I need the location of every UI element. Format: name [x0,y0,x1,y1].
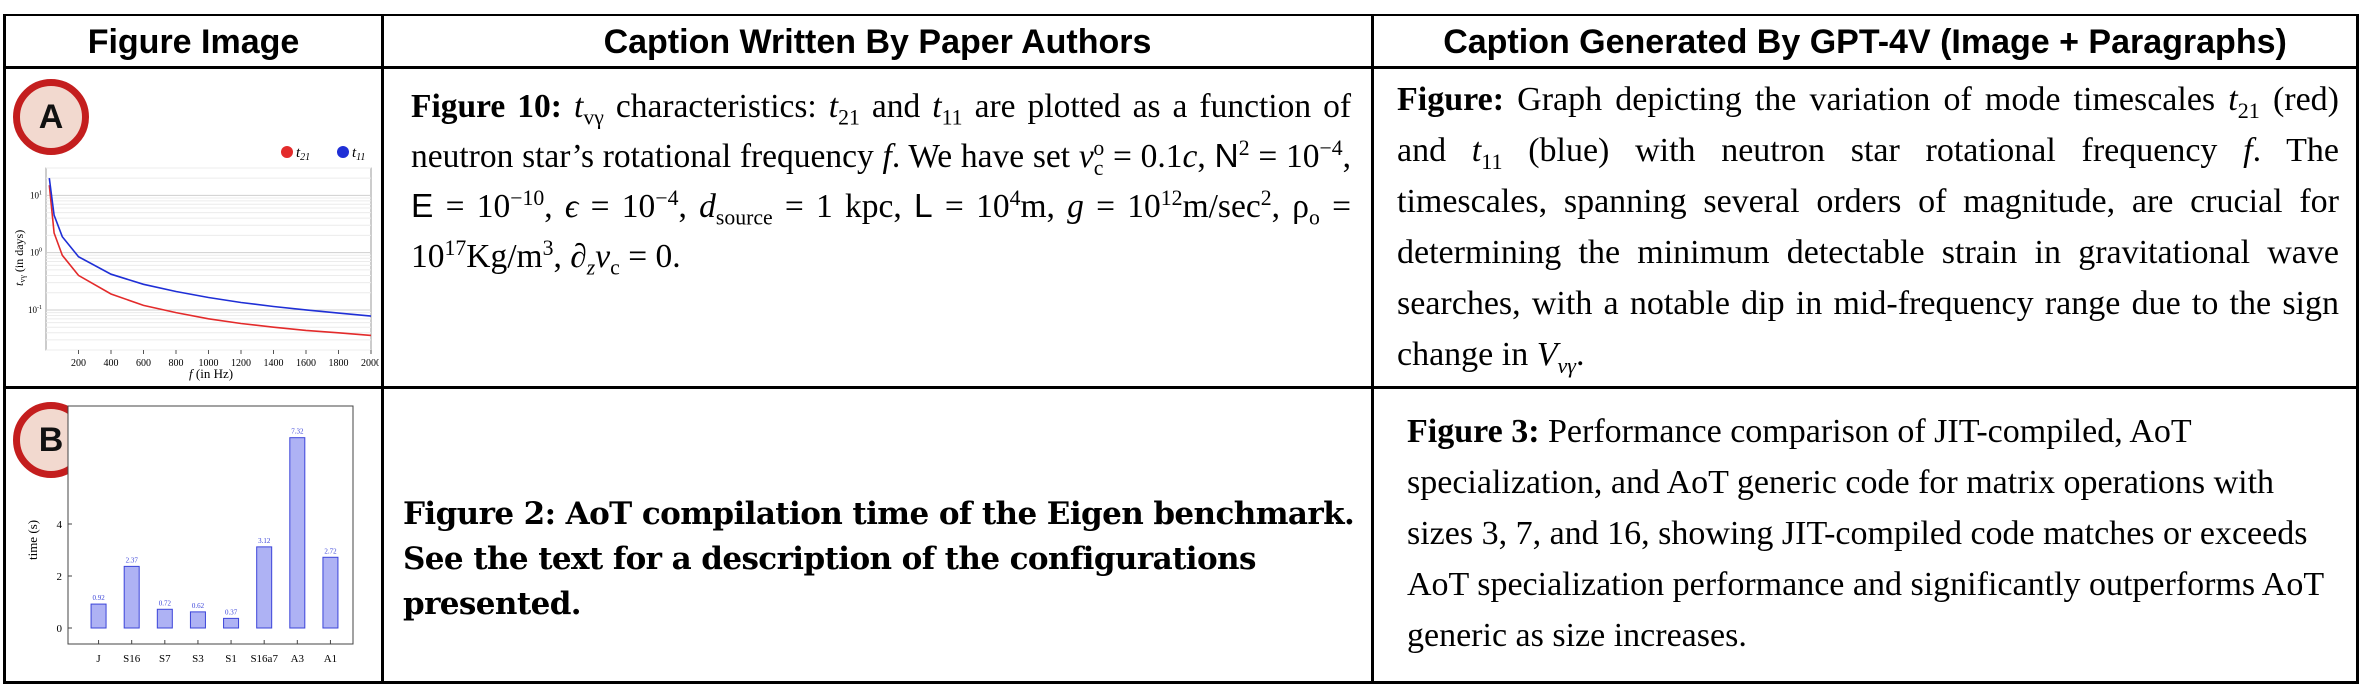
bar-J [90,603,107,629]
x-tick-label-A1: A1 [324,653,337,665]
legend-marker-t21 [281,146,293,158]
table-border-right [2356,14,2359,684]
comparison-table: Figure Image Caption Written By Paper Au… [3,14,2359,684]
bar-value-label-S3: 0.62 [192,602,205,610]
x-tick-label: 1000 [199,358,219,369]
header-divider [3,66,2359,69]
y-tick-label: 100 [30,248,42,258]
bar-S16 [123,565,140,629]
y-tick-label: 4 [57,519,63,531]
header-author-caption: Caption Written By Paper Authors [603,23,1152,61]
row-divider [3,386,2359,389]
x-tick-label: 1200 [231,358,251,369]
y-axis-label: tvγ (in days) [12,230,27,286]
plot-grid [46,167,371,351]
x-tick-label: 600 [136,358,151,369]
bar-value-label-S1: 0.37 [225,608,238,616]
bar-value-labels: 0.92 2.37 0.72 0.62 0.37 3.12 7.32 2.72 [92,428,337,617]
bar-S1 [223,617,240,629]
x-tick-label-S3: S3 [192,653,204,665]
legend-label-t11: t11 [352,145,365,163]
author-caption-a: Figure 10: tvγ characteristics: t21 and … [411,82,1351,282]
x-tick-label-S16: S16 [123,653,141,665]
x-tick-labels: J S16 S7 S3 S1 S16a7 A3 A1 [96,640,337,665]
gpt-caption-a: Figure: Graph depicting the variation of… [1397,74,2339,380]
column-divider-2 [1371,14,1374,684]
bars [90,437,339,629]
author-caption-a-text: tvγ characteristics: t21 and t11 are plo… [411,88,1351,280]
header-figure-image: Figure Image [87,23,300,61]
gpt-caption-b-text: Performance comparison of JIT-compiled, … [1407,413,2324,654]
x-tick-labels: 200 400 600 800 1000 1200 1400 1600 1800 2000 [71,350,379,369]
x-tick-label: 1800 [329,358,349,369]
y-tick-label: 0 [57,623,63,635]
x-axis-label: f (in Hz) [189,366,233,381]
x-tick-label: 800 [169,358,184,369]
plot-curves [48,177,372,337]
x-tick-label: 1600 [296,358,316,369]
header-gpt-caption: Caption Generated By GPT-4V (Image + Par… [1443,23,2287,61]
bar-value-label-A1: 2.72 [324,547,337,555]
table-border-left [3,14,6,684]
y-tick-label: 101 [30,190,42,200]
table-border-bottom [3,681,2359,684]
line-chart-figure: t21 t11 200 400 600 800 1000 1200 1400 1600 1800… [12,145,379,381]
x-tick-label-S16a7: S16a7 [250,653,278,665]
gpt-caption-b-label: Figure 3: [1407,413,1540,450]
x-tick-label-S7: S7 [159,653,171,665]
y-tick-label: 2 [57,571,63,583]
series-line-t11 [48,177,372,317]
gpt-caption-b: Figure 3: Performance comparison of JIT-… [1407,406,2342,661]
table-border-top [3,14,2359,16]
x-tick-label-A3: A3 [291,653,305,665]
bar-chart-figure: 0.92 2.37 0.72 0.62 0.37 3.12 7.32 2.72 0 2 4 J S1… [25,405,354,665]
y-tick-labels: 0 2 4 [57,519,72,635]
x-tick-label: 400 [104,358,119,369]
author-caption-a-label: Figure 10: [411,88,562,125]
x-tick-label-S1: S1 [225,653,237,665]
bar-value-label-S16: 2.37 [126,556,139,564]
gpt-caption-a-text: Graph depicting the variation of mode ti… [1397,81,2340,378]
bar-value-label-S16a7: 3.12 [258,537,271,545]
bar-S3 [189,611,206,629]
bar-A3 [289,437,306,629]
x-tick-label-J: J [96,653,101,665]
bar-value-label-S7: 0.72 [159,599,172,607]
plot-area [67,405,354,645]
y-tick-labels: 101 100 10-1 [28,190,42,315]
x-tick-label: 200 [71,358,86,369]
series-line-t21 [48,185,372,337]
x-tick-label: 1400 [264,358,284,369]
gpt-caption-a-label: Figure: [1397,81,1505,118]
legend-label-t21: t21 [296,145,310,163]
y-tick-label: 10-1 [28,305,42,315]
bar-S7 [156,608,173,629]
legend-marker-t11 [337,146,349,158]
author-caption-b: Figure 2: AoT compilation time of the Ei… [403,496,1355,622]
column-divider-1 [381,14,384,684]
y-axis-label: time (s) [25,520,40,560]
bar-A1 [322,556,339,629]
x-tick-label: 2000 [361,358,379,369]
bar-value-label-J: 0.92 [92,594,105,602]
badge-a: A [13,79,89,155]
bar-value-label-A3: 7.32 [291,428,304,436]
bar-S16a7 [256,546,273,629]
